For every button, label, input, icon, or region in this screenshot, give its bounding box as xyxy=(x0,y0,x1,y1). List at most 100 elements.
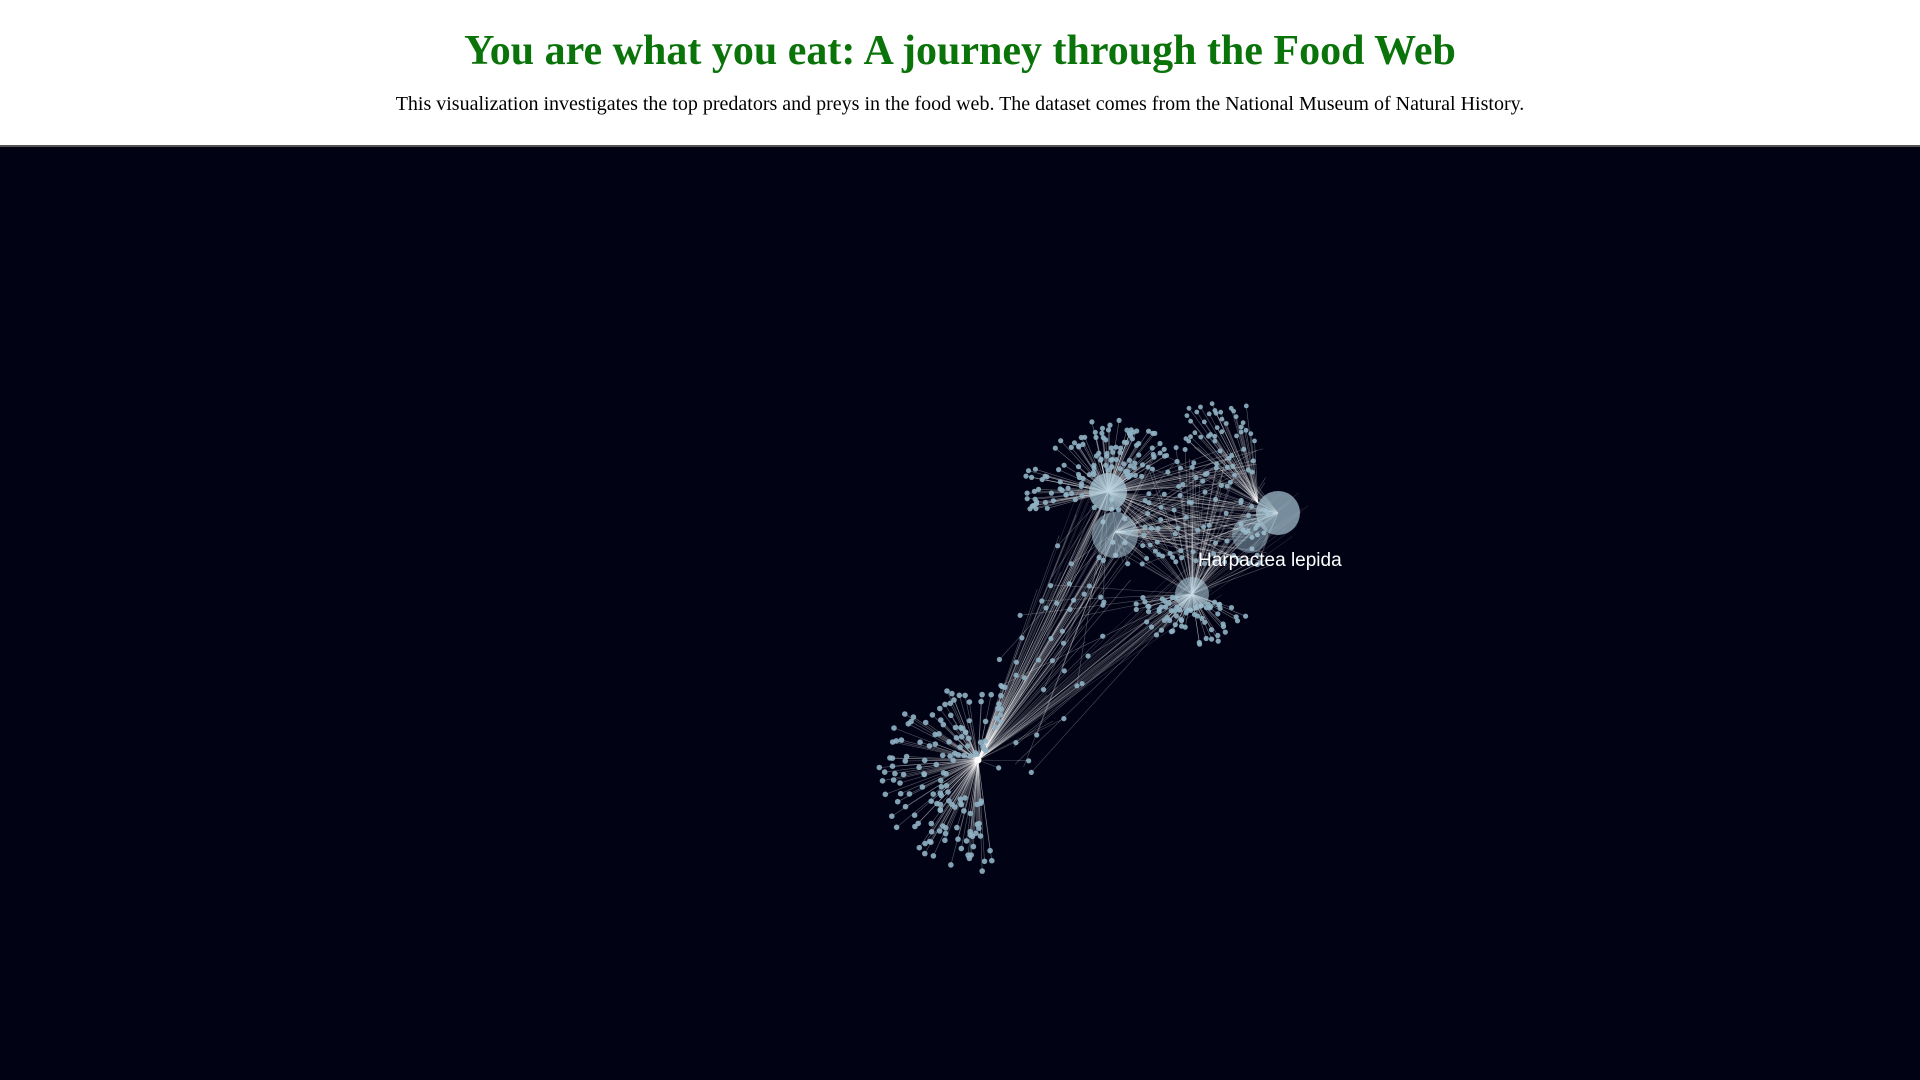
species-node[interactable] xyxy=(919,784,926,790)
species-node[interactable] xyxy=(1155,526,1161,531)
species-node[interactable] xyxy=(1100,602,1106,608)
species-node[interactable] xyxy=(963,838,970,844)
species-node[interactable] xyxy=(933,761,940,768)
species-node[interactable] xyxy=(1245,528,1251,534)
species-node[interactable] xyxy=(944,688,950,694)
species-node[interactable] xyxy=(1152,430,1158,436)
species-node[interactable] xyxy=(889,763,896,769)
species-node[interactable] xyxy=(1075,464,1082,470)
species-node[interactable] xyxy=(1202,489,1208,495)
species-node[interactable] xyxy=(954,824,960,831)
species-node[interactable] xyxy=(1066,581,1072,587)
species-node[interactable] xyxy=(956,692,963,699)
species-node[interactable] xyxy=(1238,429,1244,435)
species-node[interactable] xyxy=(890,777,897,783)
species-node[interactable] xyxy=(1254,552,1260,558)
species-node[interactable] xyxy=(1078,481,1085,487)
species-node[interactable] xyxy=(921,757,928,764)
species-node[interactable] xyxy=(906,791,913,797)
species-node[interactable] xyxy=(1211,551,1217,557)
species-node[interactable] xyxy=(1208,627,1215,633)
species-node[interactable] xyxy=(1192,430,1198,436)
species-node[interactable] xyxy=(932,741,939,747)
species-node[interactable] xyxy=(1013,672,1019,678)
species-node[interactable] xyxy=(1213,496,1218,502)
species-node[interactable] xyxy=(1110,449,1116,455)
species-node[interactable] xyxy=(1188,418,1193,424)
species-node[interactable] xyxy=(879,778,886,784)
species-node[interactable] xyxy=(1162,604,1169,610)
species-node[interactable] xyxy=(1202,619,1208,625)
species-node[interactable] xyxy=(1233,614,1239,620)
species-node[interactable] xyxy=(1196,639,1202,646)
species-node[interactable] xyxy=(1096,554,1102,561)
species-node[interactable] xyxy=(1121,461,1127,467)
species-node[interactable] xyxy=(1249,504,1255,509)
species-node[interactable] xyxy=(1133,606,1139,613)
species-node[interactable] xyxy=(1162,599,1168,605)
species-node[interactable] xyxy=(1145,608,1152,615)
species-node[interactable] xyxy=(1183,514,1189,520)
species-node[interactable] xyxy=(1140,595,1146,601)
species-node[interactable] xyxy=(1246,560,1252,566)
species-node[interactable] xyxy=(1123,468,1129,475)
species-node[interactable] xyxy=(1174,458,1180,465)
species-node[interactable] xyxy=(1158,604,1164,610)
species-node[interactable] xyxy=(1103,462,1109,468)
species-node[interactable] xyxy=(1029,474,1035,480)
species-node[interactable] xyxy=(1184,413,1190,418)
species-node[interactable] xyxy=(1105,427,1112,433)
species-node[interactable] xyxy=(1206,411,1212,417)
species-node[interactable] xyxy=(962,795,968,801)
species-node[interactable] xyxy=(1158,517,1164,523)
species-node[interactable] xyxy=(938,717,944,723)
species-node[interactable] xyxy=(1054,600,1060,606)
species-node[interactable] xyxy=(1035,486,1042,492)
species-node[interactable] xyxy=(1252,438,1257,444)
species-node[interactable] xyxy=(1203,605,1209,611)
species-node[interactable] xyxy=(946,739,952,745)
species-node[interactable] xyxy=(1230,463,1236,469)
species-node[interactable] xyxy=(1078,434,1084,441)
species-node[interactable] xyxy=(1186,405,1192,411)
species-node[interactable] xyxy=(948,862,954,868)
species-node[interactable] xyxy=(958,734,965,740)
species-node[interactable] xyxy=(1222,629,1228,635)
species-node[interactable] xyxy=(1144,619,1150,625)
species-node[interactable] xyxy=(1075,471,1082,478)
species-node[interactable] xyxy=(1074,683,1080,689)
species-node[interactable] xyxy=(1224,483,1230,489)
species-node[interactable] xyxy=(902,711,908,717)
species-node[interactable] xyxy=(988,691,994,698)
species-node[interactable] xyxy=(1079,681,1085,687)
species-node[interactable] xyxy=(993,715,1000,722)
species-node[interactable] xyxy=(942,830,949,837)
species-node[interactable] xyxy=(1142,524,1148,530)
species-node[interactable] xyxy=(952,724,959,731)
species-node[interactable] xyxy=(1099,430,1105,436)
species-node[interactable] xyxy=(1233,414,1239,420)
species-node[interactable] xyxy=(1025,468,1032,474)
species-node[interactable] xyxy=(966,699,973,705)
species-node[interactable] xyxy=(1212,433,1218,439)
species-node[interactable] xyxy=(1156,552,1162,558)
species-node[interactable] xyxy=(876,764,883,771)
species-node[interactable] xyxy=(1061,716,1067,722)
species-node[interactable] xyxy=(930,853,937,859)
species-node[interactable] xyxy=(1228,605,1235,611)
species-node[interactable] xyxy=(1068,444,1074,450)
species-node[interactable] xyxy=(910,714,917,720)
species-node[interactable] xyxy=(1117,449,1123,455)
species-node[interactable] xyxy=(1182,624,1188,630)
species-node[interactable] xyxy=(1124,427,1130,433)
species-node[interactable] xyxy=(1108,445,1114,451)
species-node[interactable] xyxy=(937,777,944,784)
species-node[interactable] xyxy=(1171,608,1177,614)
species-node[interactable] xyxy=(1140,543,1146,549)
species-node[interactable] xyxy=(1017,612,1023,618)
species-node[interactable] xyxy=(1249,546,1255,552)
species-node[interactable] xyxy=(1249,534,1255,540)
species-node[interactable] xyxy=(1175,525,1181,531)
species-node[interactable] xyxy=(928,798,934,804)
species-node[interactable] xyxy=(1061,668,1067,674)
